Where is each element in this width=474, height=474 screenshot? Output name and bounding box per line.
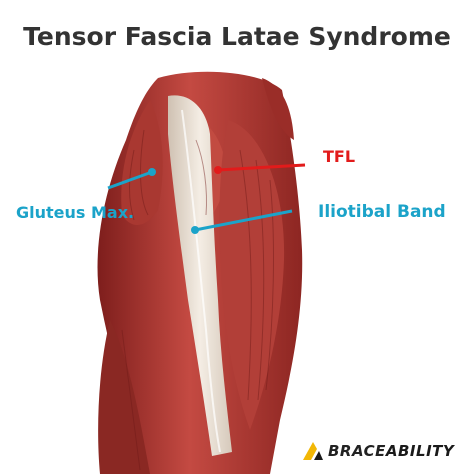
braceability-logo: BRACEABILITY: [300, 438, 470, 466]
tfl-callout-dot: [214, 166, 222, 174]
iliotibial-band-label: Iliotibal Band: [318, 202, 446, 222]
itband-callout-line: [194, 209, 293, 232]
quadriceps-muscle: [219, 120, 285, 430]
logo-text-brace: BRACE: [328, 442, 386, 460]
iliotibial-band-strand: [181, 109, 221, 453]
gluteus-callout-dot: [148, 168, 156, 176]
tfl-label: TFL: [323, 147, 356, 166]
gluteus-callout-line: [107, 170, 153, 190]
gluteus-max-muscle: [121, 100, 163, 226]
diagram-title: Tensor Fascia Latae Syndrome: [23, 22, 451, 51]
itband-callout-dot: [191, 226, 199, 234]
upper-thigh-muscle: [262, 78, 294, 140]
gluteus-max-label: Gluteus Max.: [16, 203, 135, 222]
tfl-callout-line: [217, 163, 306, 172]
lower-leg-muscle: [98, 320, 150, 474]
logo-text-ability: ABILITY: [385, 442, 455, 460]
logo-mark-icon: [303, 442, 323, 460]
muscle-fibers: [121, 129, 274, 471]
